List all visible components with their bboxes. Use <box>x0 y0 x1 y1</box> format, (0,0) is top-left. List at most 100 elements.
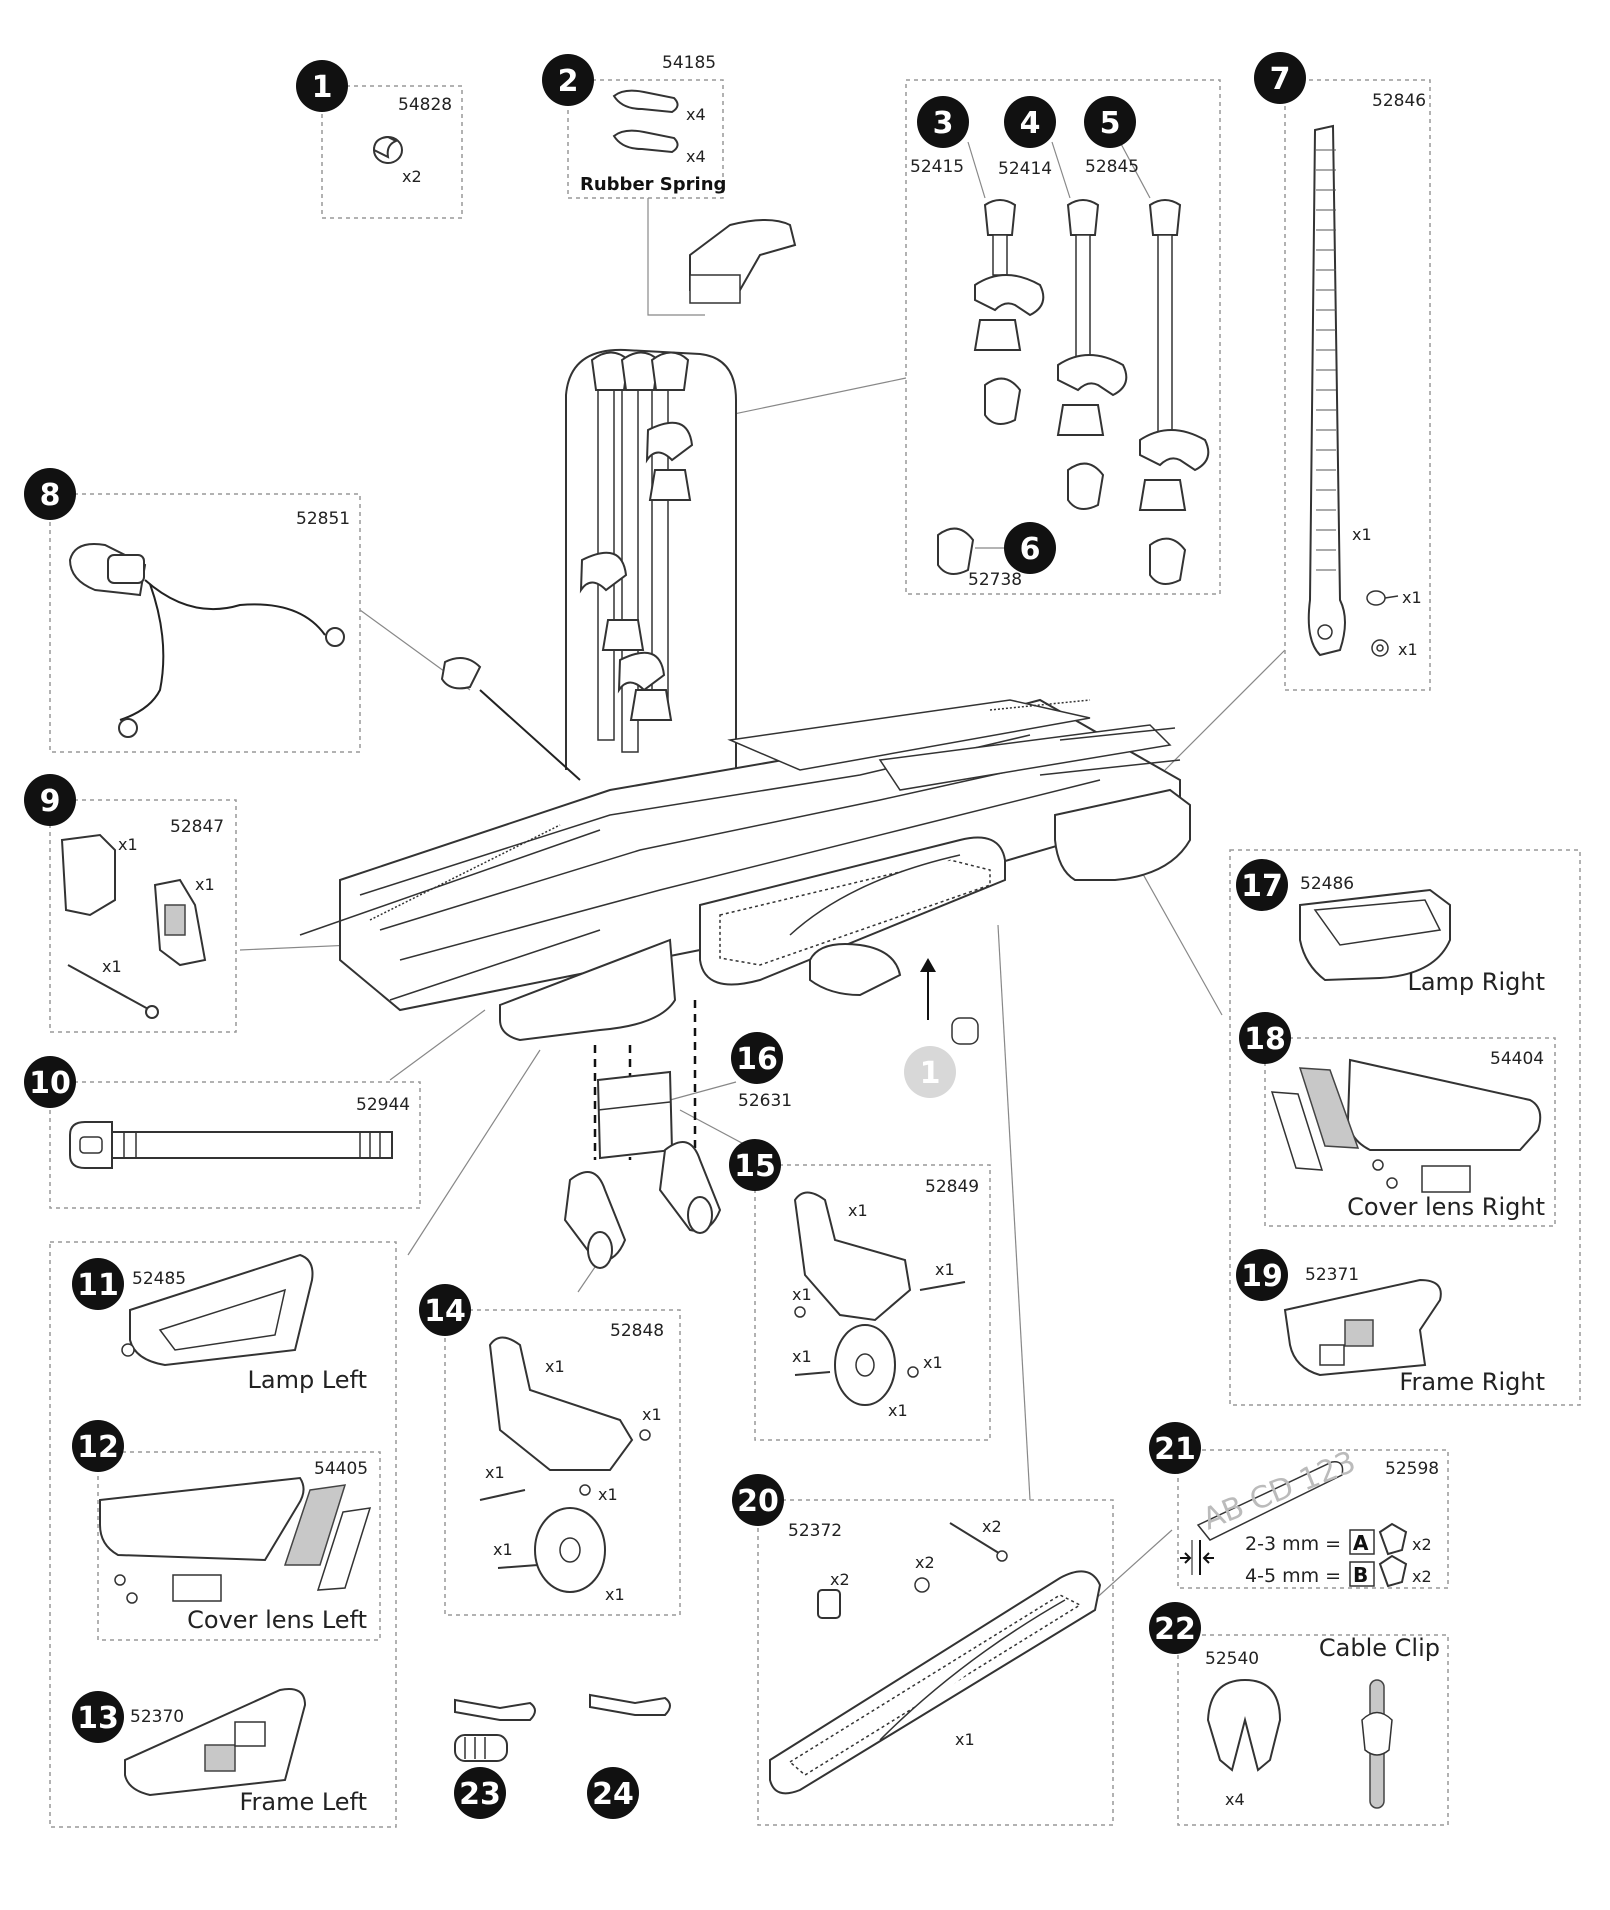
svg-text:7: 7 <box>1270 62 1291 97</box>
frame-left <box>124 1688 307 1797</box>
svg-text:x4: x4 <box>686 105 706 124</box>
svg-text:x2: x2 <box>1412 1567 1432 1586</box>
part-6-rubber-pad <box>937 527 975 575</box>
spacer-a <box>1378 1522 1408 1556</box>
code-13: 52370 <box>130 1707 184 1727</box>
code-16: 52631 <box>738 1091 792 1111</box>
main-bike-carrier-assembly <box>239 348 1286 1621</box>
arm-clamp-detail <box>689 219 797 291</box>
number-badges: 1 2 3 4 5 6 7 8 9 10 11 12 13 14 15 16 1… <box>24 52 1306 1819</box>
svg-text:24: 24 <box>592 1777 634 1812</box>
code-3: 52415 <box>910 157 964 177</box>
badge-17: 17 <box>1236 859 1288 911</box>
svg-text:x1: x1 <box>642 1405 662 1424</box>
key-24 <box>589 1693 671 1716</box>
code-20: 52372 <box>788 1521 842 1541</box>
arm-3-short <box>973 199 1045 425</box>
svg-text:22: 22 <box>1154 1612 1196 1647</box>
part-7-group <box>1284 79 1431 691</box>
badge-19: 19 <box>1236 1249 1288 1301</box>
svg-text:x1: x1 <box>545 1357 565 1376</box>
svg-text:x2: x2 <box>830 1570 850 1589</box>
strap-band <box>111 1131 393 1159</box>
arms-box <box>905 79 1221 595</box>
code-17: 52486 <box>1300 874 1354 894</box>
svg-text:9: 9 <box>40 784 61 819</box>
right-lamp-box <box>1229 849 1581 1406</box>
cover-lens-right-label: Cover lens Right <box>1347 1193 1545 1221</box>
parts-3-6-group <box>905 79 1221 595</box>
part-1-group <box>321 85 463 219</box>
svg-text:1: 1 <box>920 1056 941 1091</box>
wheel-bracket-left <box>488 1336 634 1471</box>
part-2-group <box>567 79 797 316</box>
code-1: 54828 <box>398 95 452 115</box>
svg-text:x1: x1 <box>493 1540 513 1559</box>
wheel-bracket-right <box>793 1191 912 1322</box>
cover-lens-left <box>99 1476 305 1562</box>
svg-text:x1: x1 <box>923 1353 943 1372</box>
part-21-box <box>1177 1449 1449 1589</box>
badge-15: 15 <box>729 1139 781 1191</box>
badge-20: 20 <box>732 1474 784 1526</box>
badge-1-ghost: 1 <box>904 1046 956 1098</box>
badge-18: 18 <box>1239 1012 1291 1064</box>
cover-lens-left-label: Cover lens Left <box>187 1606 367 1634</box>
code-18: 54404 <box>1490 1049 1544 1069</box>
badge-7: 7 <box>1254 52 1306 104</box>
badge-2: 2 <box>542 54 594 106</box>
svg-text:11: 11 <box>77 1268 119 1303</box>
code-9: 52847 <box>170 817 224 837</box>
svg-text:x2: x2 <box>402 167 422 186</box>
svg-text:18: 18 <box>1244 1022 1286 1057</box>
svg-text:x1: x1 <box>1398 640 1418 659</box>
code-11: 52485 <box>132 1269 186 1289</box>
code-15: 52849 <box>925 1177 979 1197</box>
svg-text:A: A <box>1353 1531 1369 1555</box>
rubber-spring-b <box>612 129 679 154</box>
badge-14: 14 <box>419 1284 471 1336</box>
part-9-group <box>49 799 237 1033</box>
cover-lens-right-box <box>1264 1037 1556 1227</box>
svg-text:10: 10 <box>29 1066 71 1101</box>
cable-clip <box>1206 1678 1282 1772</box>
svg-text:16: 16 <box>736 1042 778 1077</box>
svg-text:2: 2 <box>558 64 579 99</box>
rubber-spring-a <box>612 89 679 114</box>
svg-text:12: 12 <box>77 1430 119 1465</box>
code-6: 52738 <box>968 570 1022 590</box>
part-7-box <box>1284 79 1431 691</box>
lens-right-filter <box>1298 1067 1360 1149</box>
svg-text:x2: x2 <box>982 1517 1002 1536</box>
svg-text:x1: x1 <box>888 1401 908 1420</box>
svg-text:x1: x1 <box>1402 588 1422 607</box>
parts-17-19-group <box>1229 849 1581 1406</box>
code-4: 52414 <box>998 159 1052 179</box>
svg-text:4-5 mm =: 4-5 mm = <box>1245 1565 1341 1587</box>
badge-8: 8 <box>24 468 76 520</box>
badge-9: 9 <box>24 774 76 826</box>
cover-lens-right <box>1346 1058 1542 1151</box>
svg-text:3: 3 <box>933 106 954 141</box>
code-12: 54405 <box>314 1459 368 1479</box>
svg-text:17: 17 <box>1241 869 1283 904</box>
badge-24: 24 <box>587 1767 639 1819</box>
parts-11-13-group <box>49 1241 397 1828</box>
badge-23: 23 <box>454 1767 506 1819</box>
svg-text:x1: x1 <box>598 1485 618 1504</box>
svg-text:6: 6 <box>1020 532 1041 567</box>
code-21: 52598 <box>1385 1459 1439 1479</box>
svg-text:2-3 mm =: 2-3 mm = <box>1245 1533 1341 1555</box>
cable-clip-label: Cable Clip <box>1319 1634 1440 1662</box>
part-10-group <box>49 1081 421 1209</box>
part-codes: 54828 54185 52415 52414 52845 52738 5284… <box>130 53 1544 1727</box>
arm-5-long <box>1138 199 1210 585</box>
svg-text:x1: x1 <box>792 1285 812 1304</box>
badge-12: 12 <box>72 1420 124 1472</box>
cover-lens-left-box <box>97 1451 381 1641</box>
svg-text:x1: x1 <box>605 1585 625 1604</box>
rubber-spring-label: Rubber Spring <box>580 174 726 195</box>
part-8-group <box>49 493 361 753</box>
svg-text:B: B <box>1353 1563 1368 1587</box>
